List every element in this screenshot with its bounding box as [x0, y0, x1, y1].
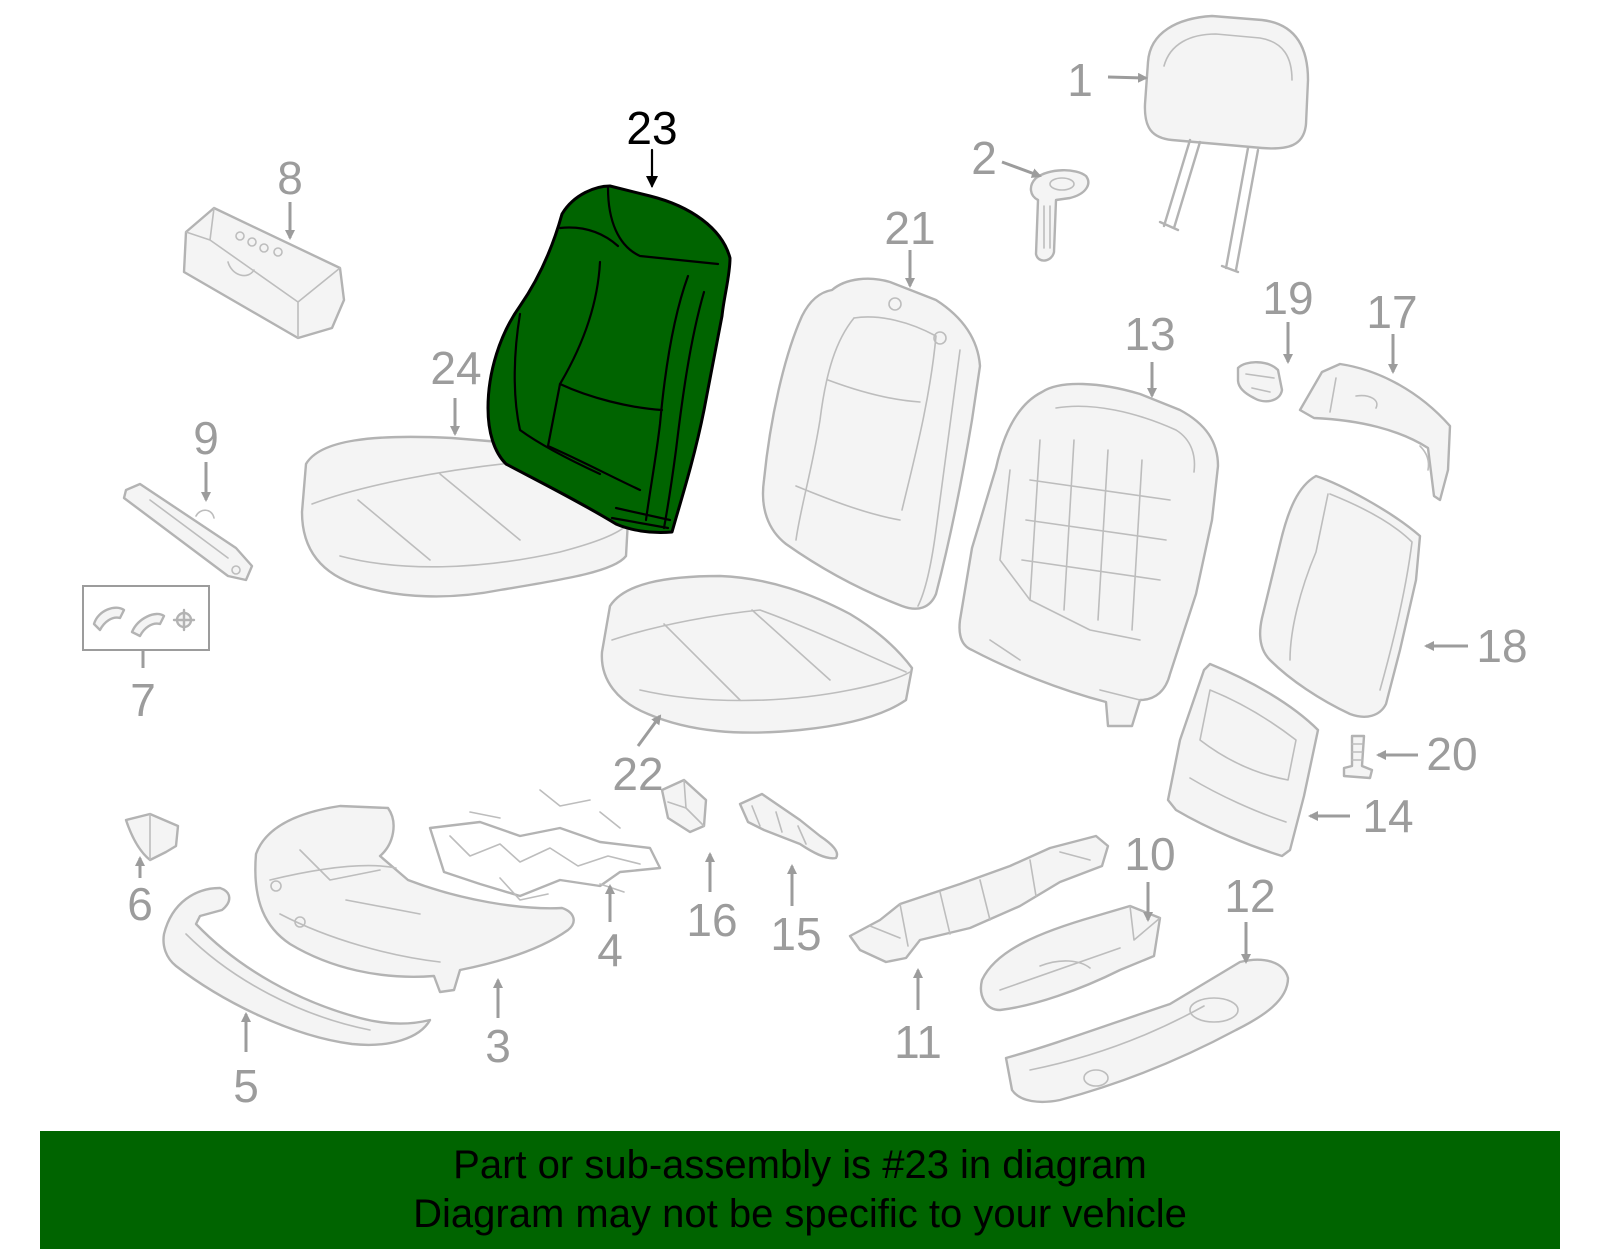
banner-line-part: Part or sub-assembly is #23 in diagram [453, 1143, 1147, 1187]
callout-22[interactable]: 22 [612, 748, 663, 800]
callout-18[interactable]: 18 [1476, 620, 1527, 672]
callout-3[interactable]: 3 [485, 1020, 511, 1072]
callout-19[interactable]: 19 [1262, 272, 1313, 324]
banner-line-disclaimer: Diagram may not be specific to your vehi… [413, 1192, 1187, 1236]
part-2-headrest-guide[interactable] [1029, 169, 1090, 262]
part-5-side-trim[interactable] [162, 886, 432, 1046]
part-4-spring-mat[interactable] [428, 789, 662, 901]
part-10-seat-rail[interactable] [979, 904, 1162, 1012]
callout-14[interactable]: 14 [1362, 790, 1413, 842]
callout-4[interactable]: 4 [597, 924, 623, 976]
callout-21[interactable]: 21 [884, 202, 935, 254]
part-11-seat-track[interactable] [848, 834, 1110, 964]
callout-8[interactable]: 8 [277, 152, 303, 204]
part-14-back-insert[interactable] [1166, 662, 1320, 858]
callout-13[interactable]: 13 [1124, 308, 1175, 360]
callout-9[interactable]: 9 [193, 412, 219, 464]
callout-17[interactable]: 17 [1366, 286, 1417, 338]
part-9-side-trim[interactable] [122, 482, 254, 582]
part-7-clip-set[interactable] [82, 585, 210, 651]
callout-23[interactable]: 23 [626, 102, 677, 154]
part-16-connector[interactable] [660, 778, 708, 834]
callout-11[interactable]: 11 [894, 1016, 942, 1068]
info-banner: Part or sub-assembly is #23 in diagram D… [40, 1131, 1560, 1249]
callout-10[interactable]: 10 [1124, 828, 1175, 880]
part-6-trim-cap[interactable] [124, 812, 180, 862]
leader-lines [135, 72, 1468, 1052]
callout-5[interactable]: 5 [233, 1060, 259, 1112]
callout-2[interactable]: 2 [971, 132, 997, 184]
part-22-cushion-pad[interactable] [600, 574, 914, 734]
part-3-seat-pan[interactable] [254, 804, 575, 994]
part-18-back-panel-lower[interactable] [1258, 474, 1422, 718]
callout-7[interactable]: 7 [130, 674, 156, 726]
callout-labels: 1 2 3 4 5 6 7 8 9 10 11 12 13 14 15 16 1… [127, 54, 1527, 1112]
callout-12[interactable]: 12 [1224, 870, 1275, 922]
callout-6[interactable]: 6 [127, 878, 153, 930]
part-1-headrest[interactable] [1143, 14, 1310, 274]
part-23-backrest-cover[interactable] [486, 184, 732, 534]
part-15-actuator[interactable] [738, 792, 839, 860]
part-21-backrest-pad[interactable] [761, 277, 982, 610]
part-17-back-panel[interactable] [1298, 362, 1452, 502]
part-20-push-pin[interactable] [1342, 734, 1374, 780]
callout-20[interactable]: 20 [1426, 728, 1477, 780]
part-12-side-shield[interactable] [1004, 958, 1290, 1104]
callout-24[interactable]: 24 [430, 342, 481, 394]
part-13-backrest-frame[interactable] [958, 382, 1220, 728]
part-8-control-module[interactable] [182, 206, 346, 340]
callout-15[interactable]: 15 [770, 908, 821, 960]
callout-16[interactable]: 16 [686, 894, 737, 946]
part-19-clip[interactable] [1236, 361, 1284, 403]
callout-1[interactable]: 1 [1067, 54, 1093, 106]
